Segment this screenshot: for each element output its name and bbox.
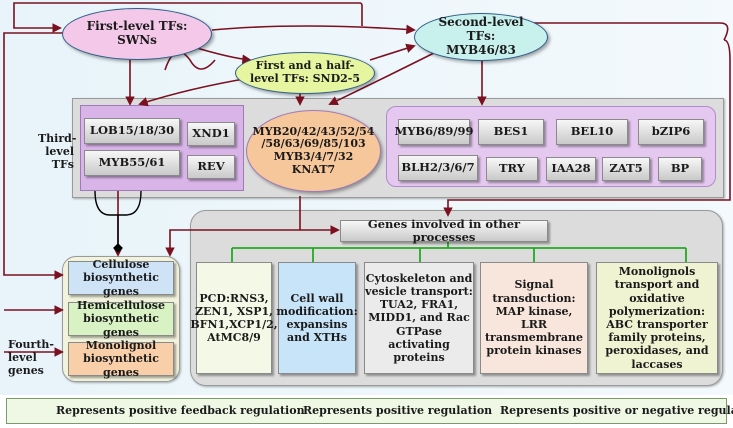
- rev-box: REV: [187, 155, 235, 179]
- myb46-to-center-arrow: [328, 49, 441, 106]
- snd-to-myb46-arrow: [369, 43, 416, 61]
- bzip6-box: bZIP6: [638, 119, 704, 145]
- first-level-tfs-ellipse: First-level TFs: SWNs: [62, 8, 212, 60]
- hemicellulose-genes-box: Hemicellulose biosynthetic genes: [68, 299, 174, 339]
- legend-both-label: Represents positive or negative regulati…: [500, 404, 733, 417]
- third-level-label: Third-level TFs: [38, 132, 77, 172]
- first-half-tfs-ellipse: First and a half-level TFs: SND2-5: [235, 52, 375, 94]
- myb55-box: MYB55/61: [84, 150, 180, 176]
- myb6-box: MYB6/89/99: [394, 119, 474, 145]
- second-level-tfs-label: Second-level TFs: MYB46/83: [438, 15, 524, 57]
- other-processes-title: Genes involved in other processes: [340, 217, 548, 244]
- blh-box: BLH2/3/6/7: [398, 155, 478, 181]
- category-pcd: PCD:RNS3, ZEN1, XSP1, BFN1,XCP1/2, AtMC8…: [190, 262, 278, 374]
- bes1-box: BES1: [478, 119, 544, 145]
- cellulose-genes-box: Cellulose biosynthetic genes: [68, 258, 174, 298]
- first-half-tfs-label: First and a half-level TFs: SND2-5: [249, 59, 361, 85]
- top-right-line: [430, 22, 729, 41]
- category-cytoskeleton: Cytoskeleton and vesicle transport: TUA2…: [364, 262, 474, 374]
- lob-box: LOB15/18/30: [84, 118, 180, 144]
- monolignol-genes-box: Monolignol biosynthetic genes: [68, 339, 174, 379]
- third-level-center-label: MYB20/42/43/52/54 /58/63/69/85/103 MYB3/…: [252, 124, 375, 176]
- category-cell-wall: Cell wall modification: expansins and XT…: [276, 262, 358, 374]
- xnd1-box: XND1: [187, 122, 235, 146]
- bel10-box: BEL10: [556, 119, 628, 145]
- first-level-tfs-label: First-level TFs: SWNs: [86, 19, 188, 47]
- iaa28-box: IAA28: [546, 157, 596, 181]
- category-signal: Signal transduction: MAP kinase, LRR tra…: [480, 262, 588, 374]
- legend-positive-label: Represents positive regulation: [303, 404, 493, 417]
- zat5-box: ZAT5: [602, 157, 650, 181]
- center-to-fourth-arrow: [165, 229, 300, 257]
- left-border-arrow-1: [3, 32, 68, 280]
- swn-to-myb46-arrow: [211, 24, 416, 35]
- third-level-center-ellipse: MYB20/42/43/52/54 /58/63/69/85/103 MYB3/…: [246, 110, 381, 192]
- feedback-loop-arrow: [13, 2, 363, 33]
- legend-feedback-label: Represents positive feedback regulation: [56, 404, 305, 417]
- fourth-level-label: Fourth-level genes: [8, 338, 54, 378]
- try-box: TRY: [486, 157, 538, 181]
- feedback-right-arrow: [443, 39, 731, 217]
- legend-box: [6, 398, 727, 424]
- bp-box: BP: [658, 157, 702, 181]
- category-monolignols: Monolignols transport and oxidative poly…: [596, 262, 718, 374]
- second-level-tfs-ellipse: Second-level TFs: MYB46/83: [414, 13, 548, 61]
- center-to-genes-arrow: [299, 196, 340, 235]
- snd-to-left-arrow: [138, 77, 251, 107]
